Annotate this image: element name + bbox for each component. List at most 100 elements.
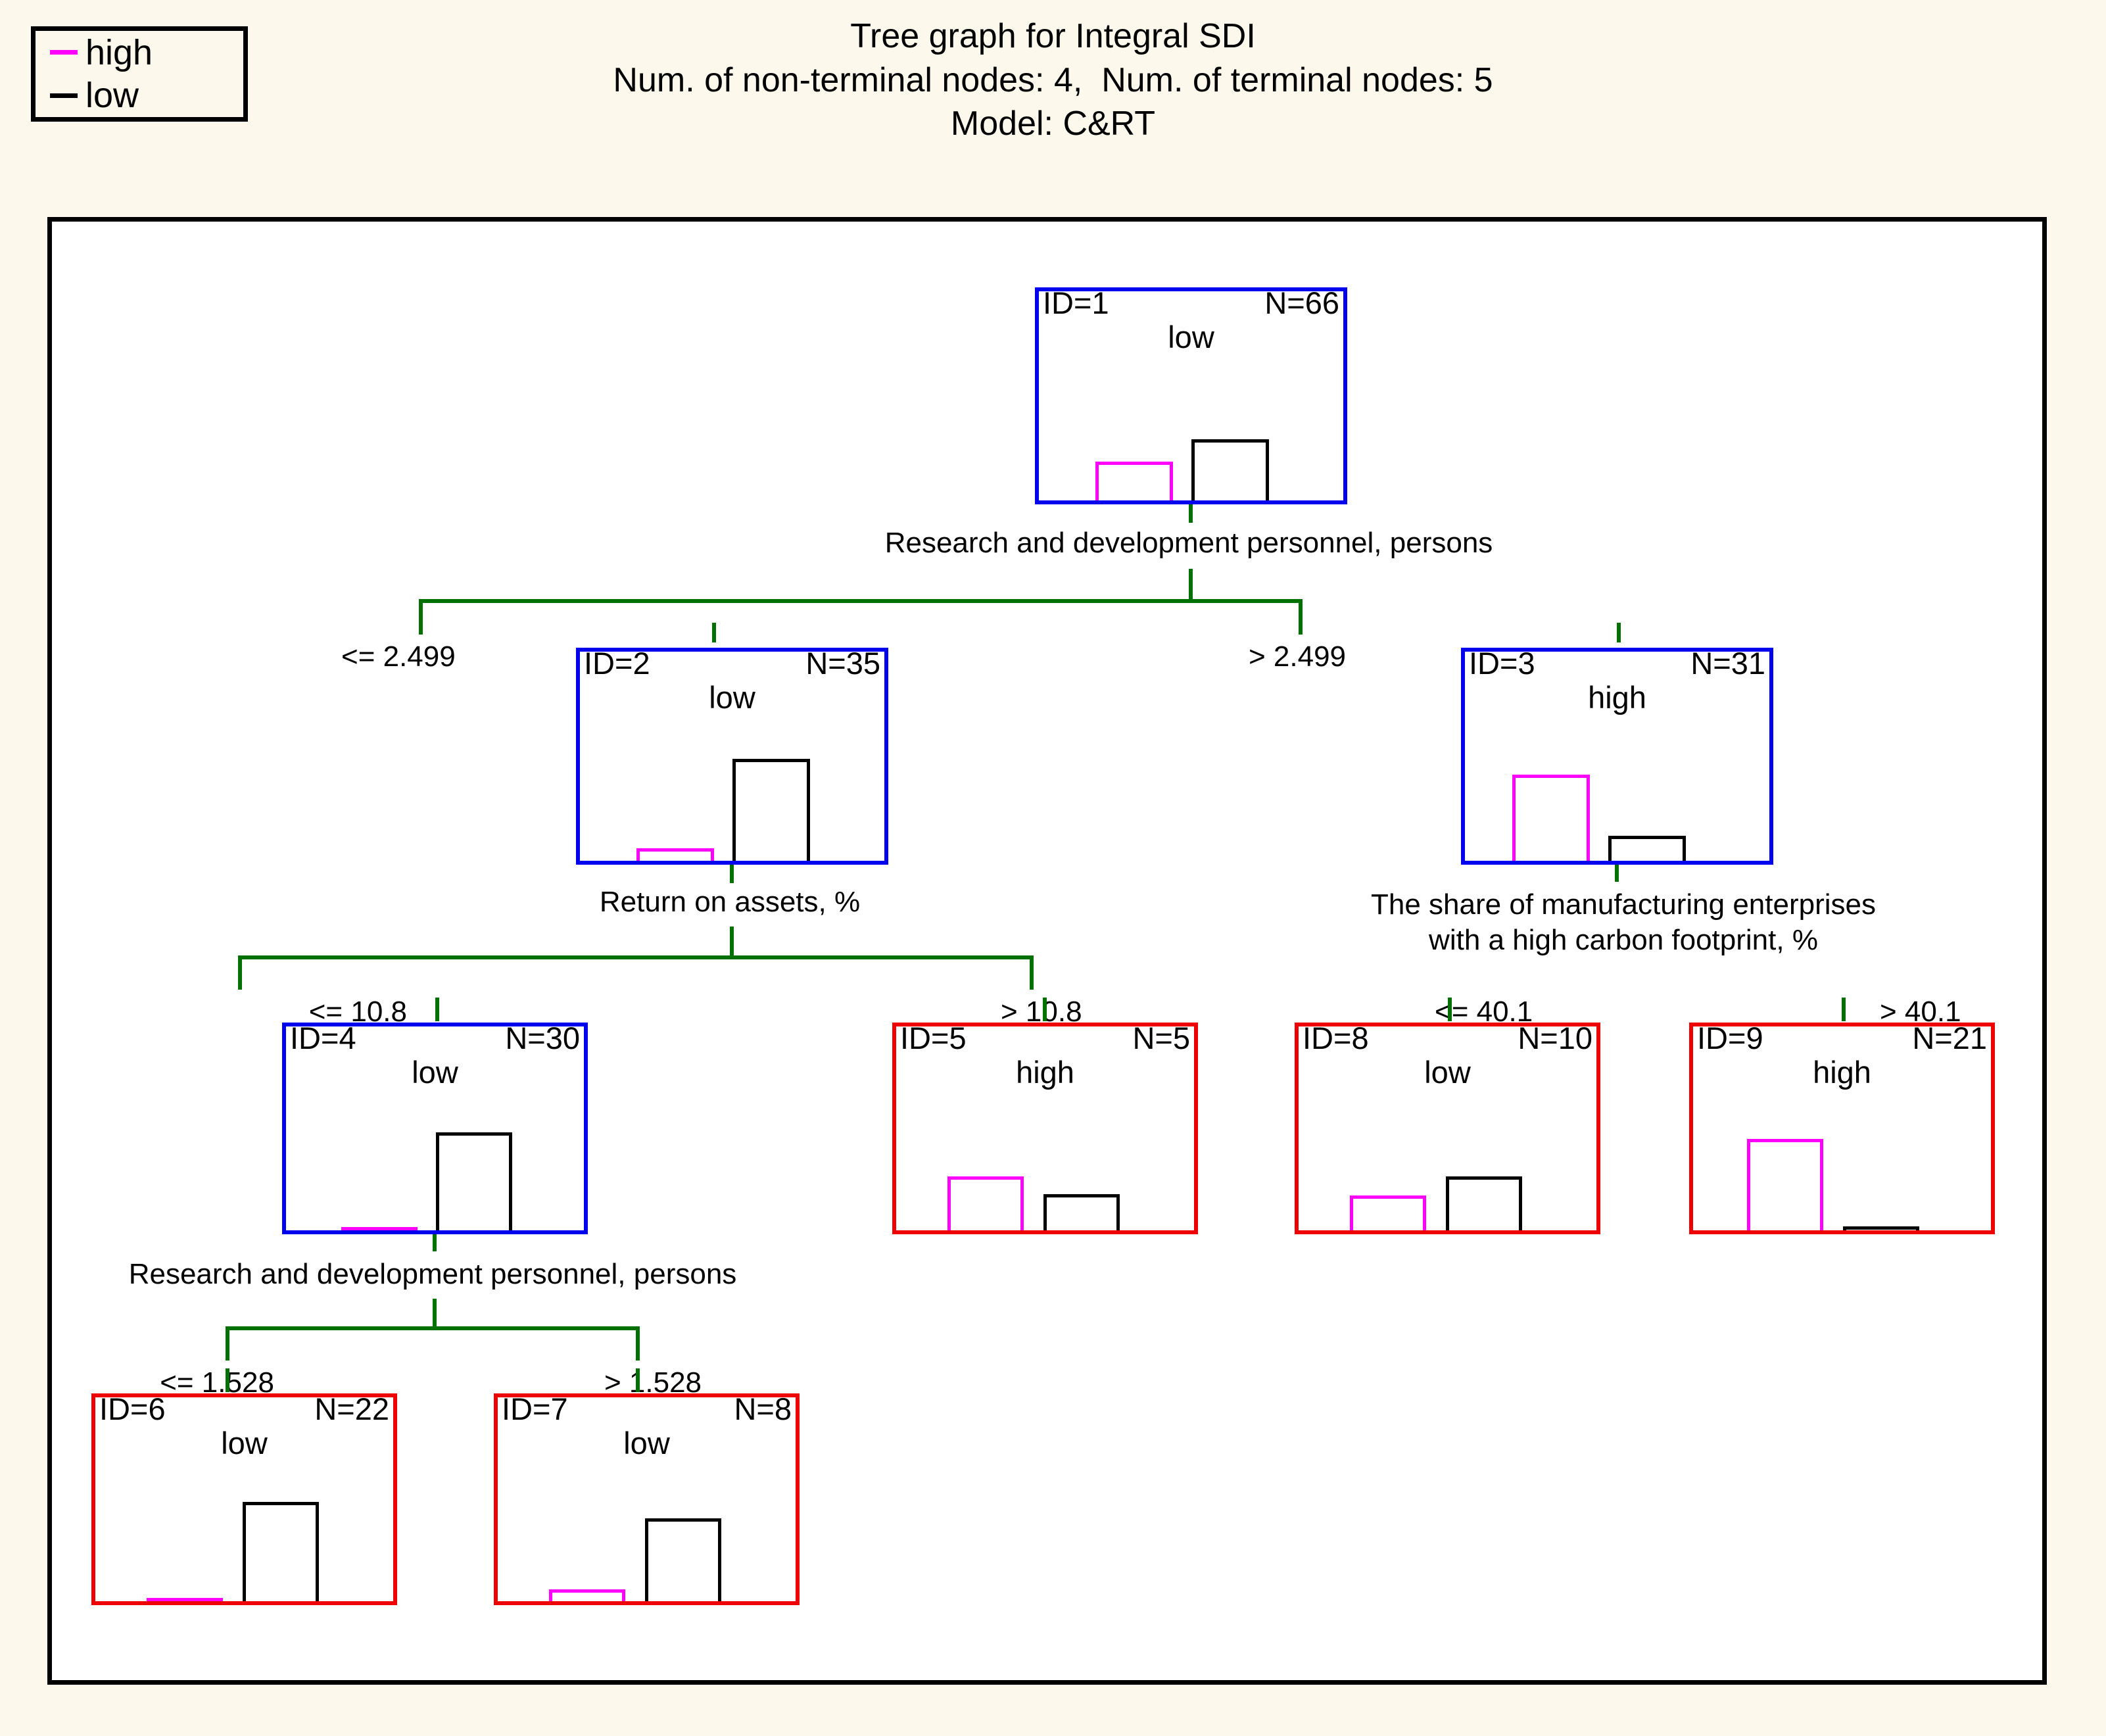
connector-node3-in xyxy=(1617,623,1621,642)
node-2-n: N=35 xyxy=(805,646,880,681)
tree-node-2[interactable]: ID=2 N=35 low xyxy=(576,648,888,865)
node-9-class: high xyxy=(1813,1055,1871,1090)
node-5-histogram xyxy=(896,1096,1194,1230)
connector-node4-stem2 xyxy=(433,1299,437,1326)
node-5-id: ID=5 xyxy=(900,1021,967,1055)
tree-canvas: ID=1 N=66 low Research and development p… xyxy=(52,222,2042,1680)
node-7-bar-low xyxy=(645,1518,721,1601)
connector-node4-left-drop xyxy=(226,1326,229,1361)
legend-swatch-high xyxy=(50,50,78,55)
tree-node-7[interactable]: ID=7 N=8 low xyxy=(494,1393,800,1605)
connector-node2-barline xyxy=(238,955,1034,959)
connector-node4-stem xyxy=(433,1234,437,1251)
node-1-bar-low xyxy=(1191,439,1269,500)
node-2-id: ID=2 xyxy=(584,646,650,681)
node-2-bar-low xyxy=(732,759,810,861)
legend: high low xyxy=(31,26,248,122)
node-3-id: ID=3 xyxy=(1469,646,1535,681)
node-5-bar-low xyxy=(1043,1194,1120,1230)
tree-node-4[interactable]: ID=4 N=30 low xyxy=(282,1023,588,1234)
branch-label-node2-right: > 10.8 xyxy=(1001,996,1082,1028)
split-label-node3-line2: with a high carbon footprint, % xyxy=(1429,924,1818,956)
node-7-id: ID=7 xyxy=(502,1391,568,1426)
tree-node-9[interactable]: ID=9 N=21 high xyxy=(1689,1023,1995,1234)
connector-node6-in xyxy=(226,1368,229,1392)
connector-node4-bar xyxy=(226,1326,640,1330)
split-label-node4: Research and development personnel, pers… xyxy=(128,1258,737,1290)
node-9-bar-high xyxy=(1747,1139,1823,1230)
split-label-node1: Research and development personnel, pers… xyxy=(884,527,1493,559)
node-2-class: low xyxy=(709,680,755,715)
node-7-class: low xyxy=(623,1426,670,1460)
node-1-histogram xyxy=(1039,361,1343,500)
chart-titles: Tree graph for Integral SDI Num. of non-… xyxy=(0,14,2106,146)
tree-node-3[interactable]: ID=3 N=31 high xyxy=(1461,648,1773,865)
node-1-class: low xyxy=(1168,320,1214,354)
node-7-n: N=8 xyxy=(734,1391,792,1426)
node-9-n: N=21 xyxy=(1912,1021,1987,1055)
node-9-histogram xyxy=(1693,1096,1991,1230)
node-6-histogram xyxy=(95,1467,393,1601)
legend-item-high: high xyxy=(36,31,243,74)
node-3-histogram xyxy=(1465,721,1769,861)
connector-node2-stem2 xyxy=(730,927,734,955)
node-2-histogram xyxy=(580,721,884,861)
node-4-id: ID=4 xyxy=(290,1021,356,1055)
chart-subtitle-model: Model: C&RT xyxy=(950,105,1156,143)
connector-node8-in xyxy=(1448,998,1452,1021)
node-5-n: N=5 xyxy=(1132,1021,1190,1055)
node-3-bar-low xyxy=(1608,835,1686,861)
node-3-class: high xyxy=(1588,680,1646,715)
connector-node9-in xyxy=(1842,998,1846,1021)
connector-node1-bar xyxy=(419,599,1303,603)
node-8-histogram xyxy=(1299,1096,1596,1230)
node-4-class: low xyxy=(412,1055,458,1090)
tree-node-6[interactable]: ID=6 N=22 low xyxy=(91,1393,397,1605)
split-label-node3-line1: The share of manufacturing enterprises xyxy=(1371,888,1876,921)
branch-label-node2-left: <= 10.8 xyxy=(308,996,407,1028)
chart-title: Tree graph for Integral SDI xyxy=(850,17,1256,55)
node-6-id: ID=6 xyxy=(99,1391,166,1426)
tree-node-5[interactable]: ID=5 N=5 high xyxy=(892,1023,1198,1234)
node-1-bar-high xyxy=(1095,461,1173,500)
plot-frame: ID=1 N=66 low Research and development p… xyxy=(47,217,2047,1685)
branch-label-node3-right: > 40.1 xyxy=(1880,996,1961,1028)
connector-node5-in xyxy=(1043,998,1047,1021)
tree-node-1[interactable]: ID=1 N=66 low xyxy=(1035,287,1347,504)
connector-node2-left-drop xyxy=(238,955,242,990)
node-8-id: ID=8 xyxy=(1303,1021,1369,1055)
branch-label-node1-right: > 2.499 xyxy=(1249,640,1347,673)
node-2-bar-high xyxy=(636,848,714,861)
node-8-bar-low xyxy=(1446,1176,1522,1230)
chart-subtitle-node-counts: Num. of non-terminal nodes: 4, Num. of t… xyxy=(613,60,1493,99)
node-1-n: N=66 xyxy=(1264,285,1339,320)
connector-node2-right-drop xyxy=(1030,955,1034,990)
node-4-n: N=30 xyxy=(505,1021,580,1055)
branch-label-node4-left: <= 1.528 xyxy=(160,1366,274,1399)
node-9-id: ID=9 xyxy=(1697,1021,1763,1055)
legend-label-low: low xyxy=(85,76,139,116)
node-6-n: N=22 xyxy=(314,1391,389,1426)
node-6-bar-high xyxy=(147,1598,223,1601)
connector-node2-in xyxy=(712,623,716,642)
node-4-bar-high xyxy=(341,1226,418,1230)
connector-node3-stem xyxy=(1615,865,1619,882)
legend-label-high: high xyxy=(85,32,153,72)
connector-node4-right-drop xyxy=(636,1326,640,1361)
legend-item-low: low xyxy=(36,74,243,118)
branch-label-node1-left: <= 2.499 xyxy=(341,640,456,673)
branch-label-node4-right: > 1.528 xyxy=(604,1366,702,1399)
node-8-class: low xyxy=(1424,1055,1471,1090)
tree-node-8[interactable]: ID=8 N=10 low xyxy=(1295,1023,1600,1234)
connector-node1-right-drop xyxy=(1299,599,1303,635)
node-4-bar-low xyxy=(436,1132,512,1230)
connector-node1-stem xyxy=(1189,504,1193,523)
connector-node1-stem2 xyxy=(1189,569,1193,599)
node-6-class: low xyxy=(221,1426,268,1460)
node-3-bar-high xyxy=(1512,774,1590,861)
node-3-n: N=31 xyxy=(1690,646,1765,681)
node-1-id: ID=1 xyxy=(1043,285,1109,320)
connector-node1-left-drop xyxy=(419,599,423,635)
legend-swatch-low xyxy=(50,93,78,98)
